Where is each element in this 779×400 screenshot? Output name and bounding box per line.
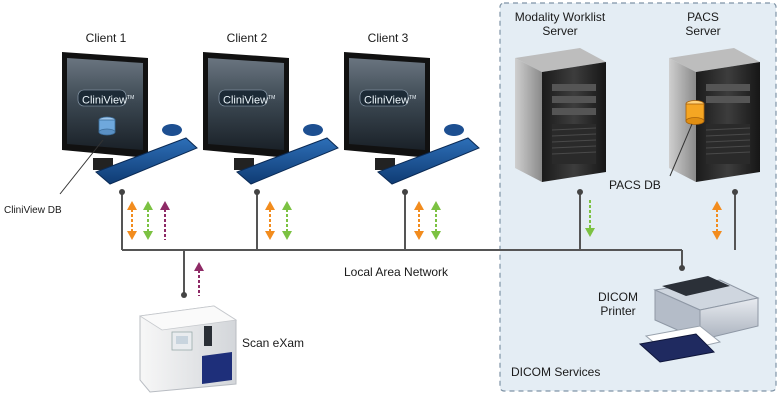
cliniview-db-label: CliniView DB [4, 205, 62, 216]
pacs-db-label: PACS DB [609, 178, 661, 192]
client-2-screen-brand: CliniViewTM [223, 94, 276, 107]
modality-worklist-server-tower [515, 48, 606, 182]
scan-exam-label: Scan eXam [242, 336, 305, 350]
cliniview-db-icon [98, 116, 116, 136]
client-3-screen-brand: CliniViewTM [364, 94, 417, 107]
lan-node-dots [119, 189, 738, 298]
pacs-server-tower [669, 48, 760, 182]
data-flow-arrows [127, 200, 722, 296]
client-3-label: Client 3 [367, 31, 409, 45]
dicom-services-label: DICOM Services [511, 365, 601, 379]
client-1-label: Client 1 [85, 31, 127, 45]
client-2-workstation [203, 52, 339, 185]
scan-exam-device [138, 305, 238, 393]
pacs-db-pointer [669, 123, 693, 177]
lan-lines [121, 192, 736, 295]
dicom-printer-label: DICOM Printer [598, 290, 638, 318]
pacs-db-icon [685, 100, 705, 125]
client-3-workstation [344, 52, 480, 185]
modality-worklist-server-label: Modality Worklist Server [514, 10, 606, 38]
lan-label: Local Area Network [344, 265, 449, 279]
client-2-label: Client 2 [226, 31, 268, 45]
dicom-printer-device [638, 276, 760, 363]
client-1-workstation [62, 52, 198, 185]
client-1-screen-brand: CliniViewTM [82, 94, 135, 107]
pacs-server-label: PACS Server [685, 10, 721, 38]
cliniview-db-pointer [59, 139, 104, 195]
